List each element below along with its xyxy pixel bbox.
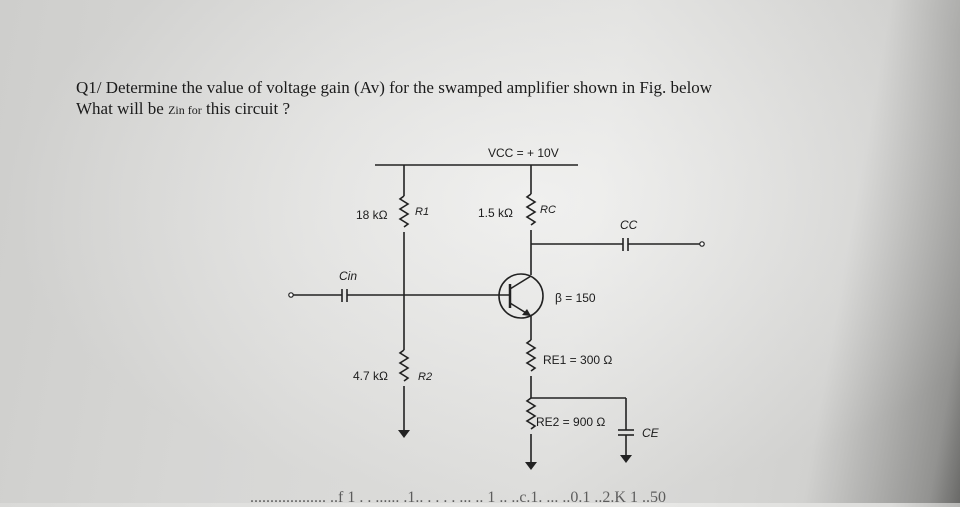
r2-ground-icon: [398, 430, 410, 438]
ce-label: CE: [642, 426, 660, 440]
question-line-2-suffix: this circuit ?: [201, 99, 290, 118]
r2-value-label: 4.7 kΩ: [353, 369, 388, 383]
question-line-1: Q1/ Determine the value of voltage gain …: [76, 78, 713, 97]
re1-resistor: [525, 339, 537, 372]
emitter-arrow-icon: [522, 309, 531, 316]
zin-label: Zin for: [168, 103, 202, 117]
re2-label: RE2 = 900 Ω: [536, 415, 605, 429]
cc-label: CC: [620, 218, 638, 232]
cin-label: Cin: [339, 269, 357, 283]
transistor-collector-lead: [509, 275, 532, 290]
rc-name-label: RC: [540, 204, 556, 216]
question-text: Q1/ Determine the value of voltage gain …: [76, 77, 896, 121]
ce-ground-icon: [620, 455, 632, 463]
vcc-label: VCC = + 10V: [488, 146, 559, 160]
transistor-circle: [498, 273, 544, 319]
r2-resistor: [398, 349, 410, 382]
question-line-2-prefix: What will be: [76, 99, 169, 118]
output-terminal: [699, 241, 705, 247]
re2-resistor: [525, 397, 537, 430]
beta-label: β = 150: [555, 291, 596, 305]
input-terminal: [288, 292, 294, 298]
question-line-2: What will be Zin for this circuit ?: [76, 98, 896, 121]
re1-label: RE1 = 300 Ω: [543, 353, 612, 367]
re2-ground-icon: [525, 462, 537, 470]
r1-name-label: R1: [415, 206, 429, 218]
rc-resistor: [525, 193, 537, 226]
r1-resistor: [398, 195, 410, 228]
cut-off-text: ................... ..f 1 . . ...... .1.…: [250, 489, 666, 506]
r1-value-label: 18 kΩ: [356, 208, 388, 222]
r2-name-label: R2: [418, 371, 432, 383]
rc-value-label: 1.5 kΩ: [478, 206, 513, 220]
